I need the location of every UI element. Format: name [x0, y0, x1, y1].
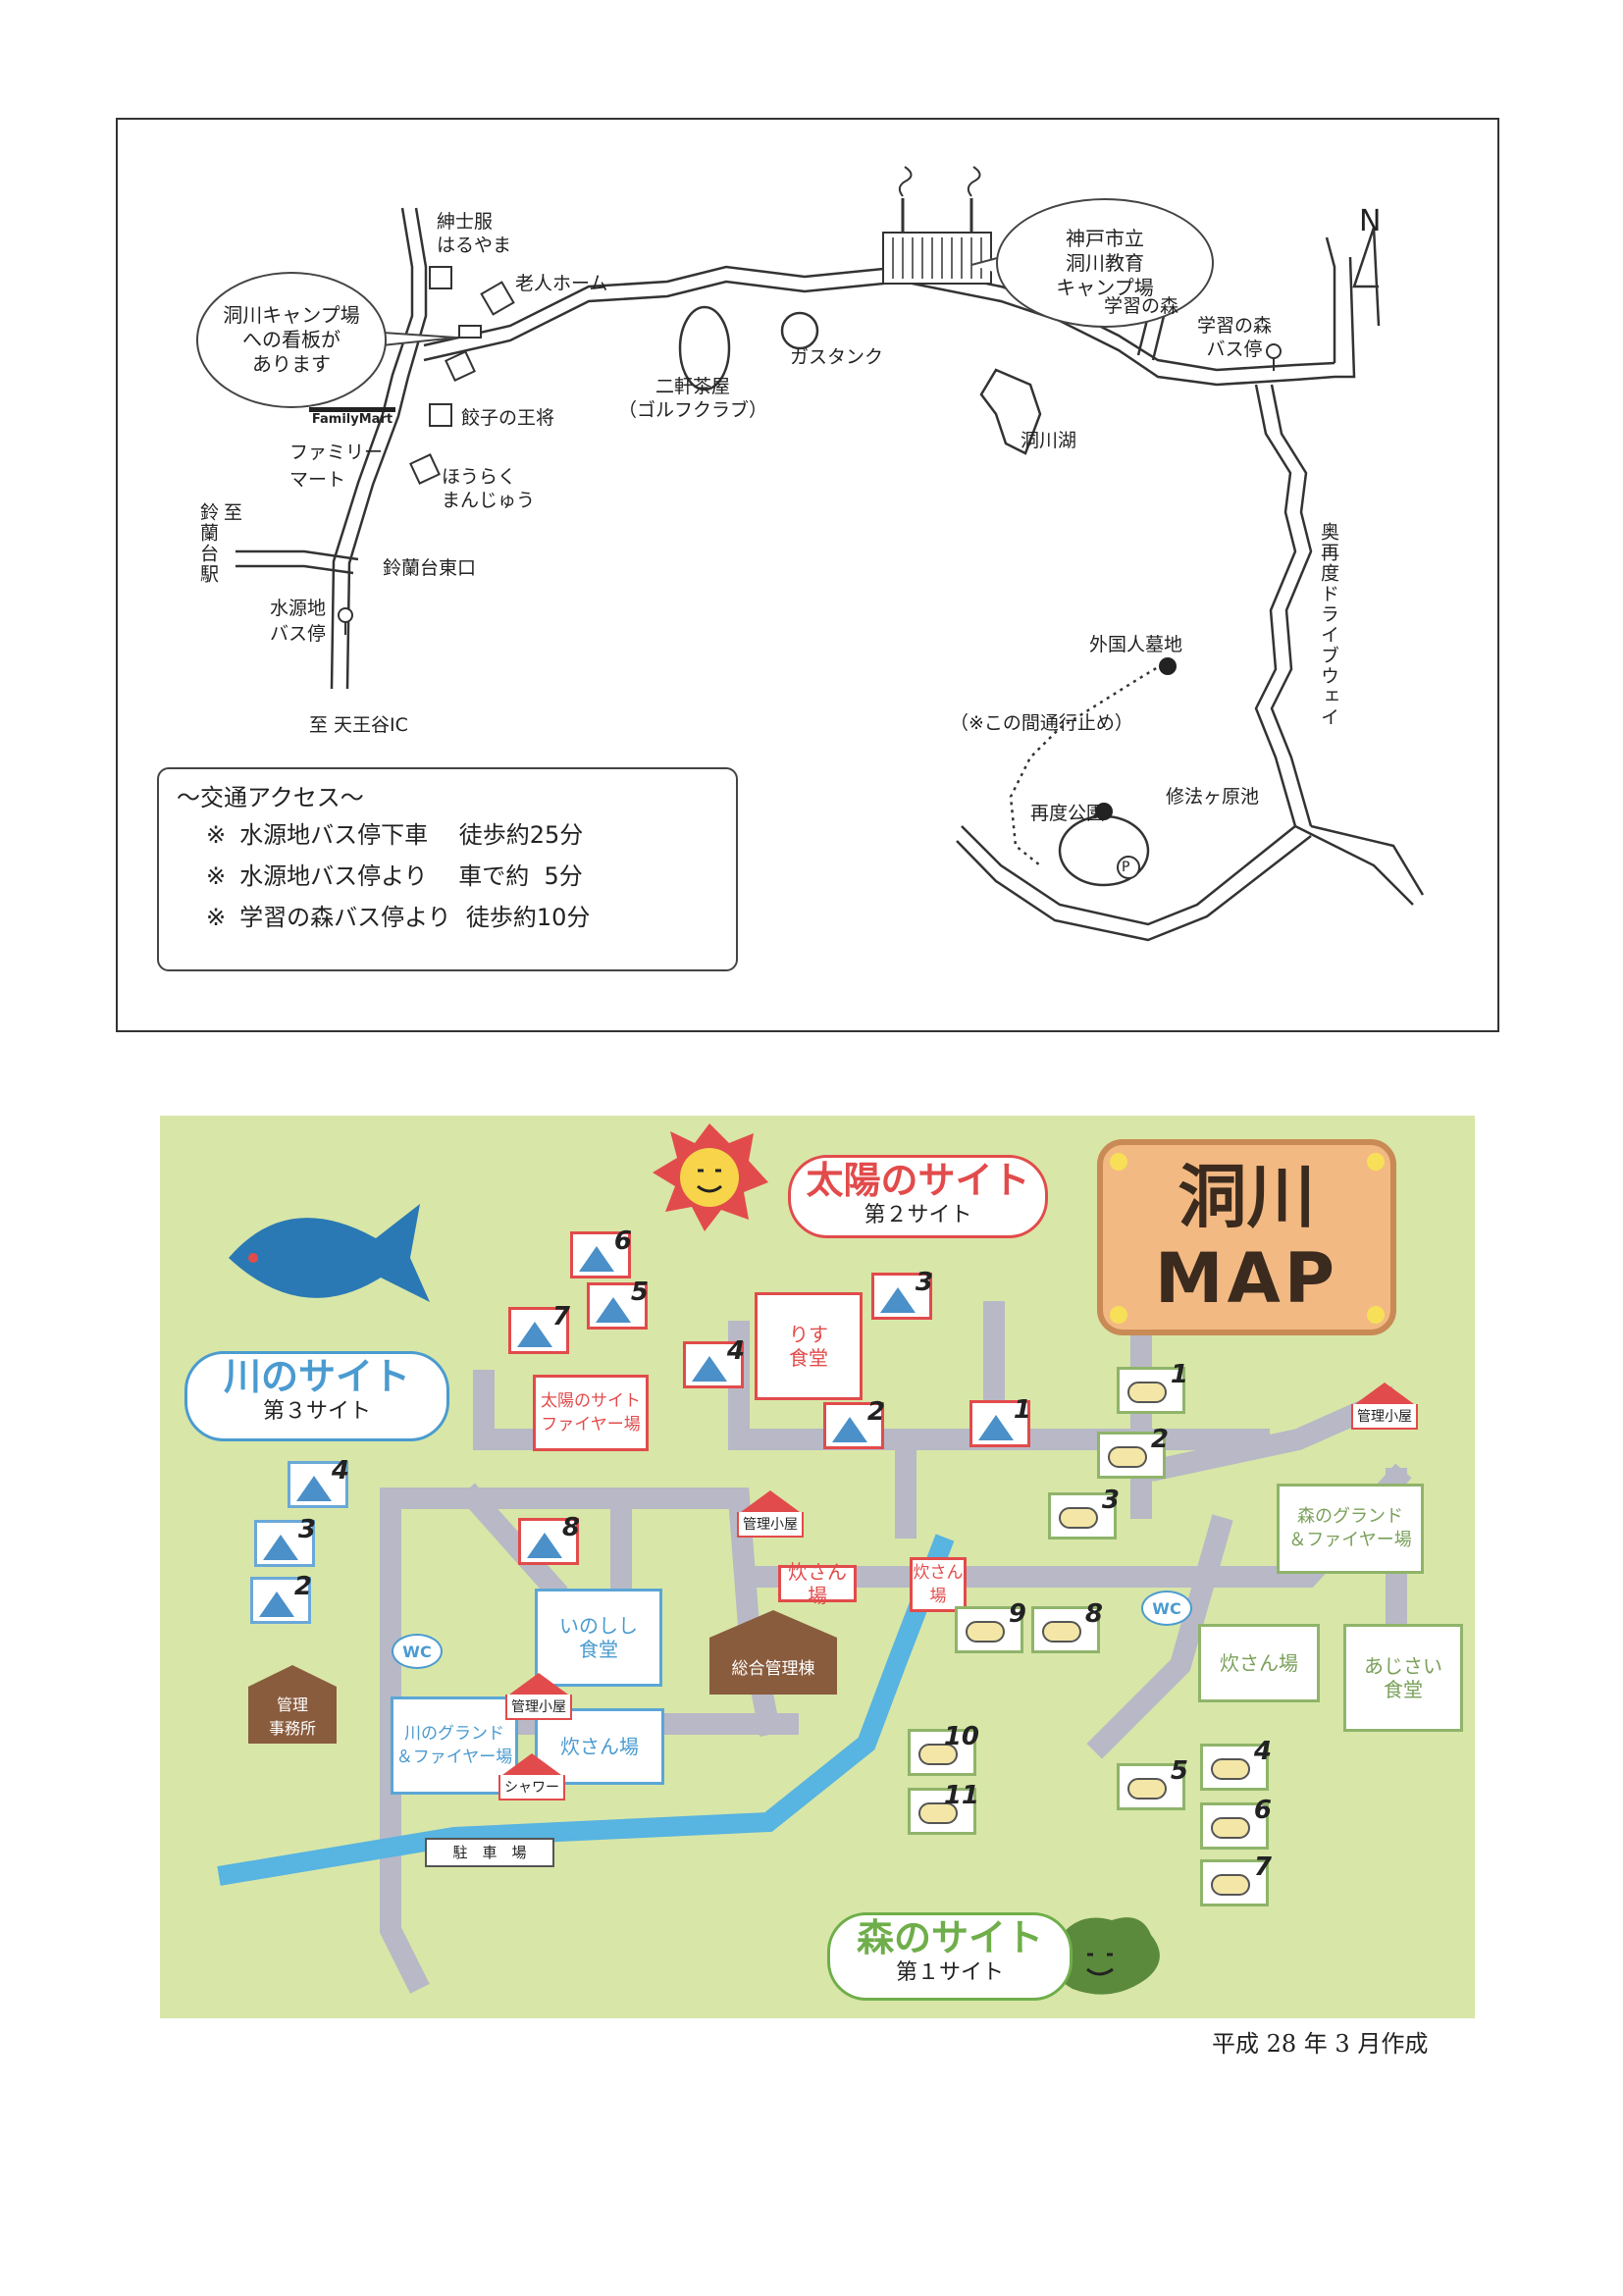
label-closed-note: （※この間通行止め）: [950, 712, 1133, 734]
wc-icon: WC: [392, 1634, 443, 1669]
tent-site: 4: [683, 1336, 745, 1388]
road-network: [236, 166, 1425, 942]
main-office: 総合管理棟: [709, 1610, 837, 1695]
tent-site: 5: [587, 1278, 649, 1330]
kanri-hut: 管理小屋: [737, 1490, 804, 1538]
mori-ground-fire: 森のグランド ＆ファイヤー場: [1277, 1484, 1424, 1574]
access-map: N 神戸市立 洞川教育 キャンプ場 洞川キャンプ場 への看板が あります 紳士服…: [116, 118, 1499, 1032]
cabin-site: 5: [1117, 1756, 1188, 1810]
access-info-box: ～交通アクセス～ ※水源地バス停下車 徒歩約25分 ※水源地バス停より 車で約 …: [157, 767, 738, 971]
cooking-area-2: 炊さん 場: [910, 1557, 967, 1612]
cabin-site: 3: [1048, 1486, 1120, 1539]
north-label: N: [1359, 204, 1382, 238]
kawa-ground-fire: 川のグランド ＆ファイヤー場: [391, 1696, 518, 1795]
label-familymart: ファミリー マート: [289, 442, 384, 491]
access-row: ※水源地バス停より 車で約 5分: [206, 862, 583, 890]
cabin-site: 2: [1097, 1425, 1169, 1479]
label-horaku: ほうらく まんじゅう: [442, 466, 536, 511]
kawa-site-label: 川のサイト 第３サイト: [184, 1351, 449, 1441]
access-row: ※学習の森バス停より 徒歩約10分: [206, 904, 591, 931]
cabin-site: 11: [908, 1781, 979, 1835]
tent-site: 2: [250, 1572, 312, 1624]
tent-site: 2: [823, 1397, 885, 1449]
admin-office: 管理 事務所: [248, 1665, 337, 1744]
label-gakushu-bus: 学習の森 バス停: [1197, 315, 1273, 360]
label-gaikokujin: 外国人墓地: [1089, 634, 1183, 655]
wc-icon: WC: [1141, 1591, 1192, 1626]
kanri-hut: 管理小屋: [505, 1673, 572, 1720]
label-haruyama: 紳士服 はるやま: [437, 211, 512, 256]
tent-site: 3: [254, 1515, 316, 1567]
kanri-hut: 管理小屋: [1351, 1383, 1418, 1430]
label-suigenchi-bus: 水源地 バス停: [270, 598, 327, 645]
tent-site: 6: [570, 1226, 632, 1278]
cabin-site: 1: [1117, 1360, 1188, 1414]
label-gas-tank: ガスタンク: [790, 346, 884, 368]
title-dot: [1110, 1153, 1127, 1171]
label-rojin-home: 老人ホーム: [515, 273, 608, 294]
label-nikenchaya: 二軒茶屋 （ゴルフクラブ）: [618, 376, 768, 421]
tent-site: 1: [969, 1395, 1031, 1447]
cabin-site: 4: [1200, 1737, 1272, 1791]
access-row: ※水源地バス停下車 徒歩約25分: [206, 821, 584, 849]
parking-lot: 駐 車 場: [425, 1838, 554, 1867]
cooking-area-1: 炊さん場: [778, 1560, 857, 1607]
cabin-site: 6: [1200, 1796, 1272, 1850]
label-okufutatabi: 奥再度ドライブウェイ: [1318, 522, 1339, 728]
cooking-area-4: 炊さん場: [1198, 1624, 1320, 1702]
label-gyoza: 餃子の王将: [461, 407, 555, 429]
label-futatabi-park: 再度公園: [1030, 803, 1106, 824]
title-dot: [1367, 1153, 1385, 1171]
shower-hut: シャワー: [498, 1753, 565, 1800]
parking-icon: P: [1122, 860, 1130, 875]
label-gakushu-mori: 学習の森: [1104, 295, 1179, 317]
label-togawa-lake: 洞川湖: [1021, 430, 1077, 451]
camp-map: 洞川 MAP 太陽のサイト 第２サイト 川のサイト 第３サイト 森のサイト 第１…: [160, 1116, 1475, 2018]
tent-site: 7: [508, 1302, 570, 1354]
taiyo-site-label: 太陽のサイト 第２サイト: [788, 1155, 1048, 1238]
access-title: ～交通アクセス～: [177, 784, 364, 811]
cabin-site: 7: [1200, 1852, 1272, 1906]
taiyo-fire-area: 太陽のサイト ファイヤー場: [533, 1375, 649, 1451]
tent-site: 8: [518, 1513, 580, 1565]
risu-dining: りす 食堂: [755, 1292, 863, 1400]
sign-bubble: 洞川キャンプ場 への看板が あります: [196, 272, 387, 408]
tent-site: 4: [288, 1456, 349, 1508]
label-to-tenno: 至 天王谷IC: [309, 714, 408, 736]
mori-site-label: 森のサイト 第１サイト: [827, 1912, 1073, 2001]
tent-site: 3: [871, 1268, 933, 1320]
cabin-site: 8: [1031, 1599, 1103, 1653]
ajisai-dining: あじさい 食堂: [1343, 1624, 1463, 1732]
cabin-site: 10: [908, 1722, 979, 1776]
map-title: 洞川 MAP: [1097, 1139, 1396, 1335]
title-dot: [1110, 1306, 1127, 1324]
cabin-site: 9: [955, 1599, 1026, 1653]
title-dot: [1367, 1306, 1385, 1324]
label-shuhogahara: 修法ヶ原池: [1166, 786, 1260, 808]
creation-date: 平成 28 年 3 月作成: [1212, 2030, 1429, 2058]
familymart-logo: FamilyMart: [309, 407, 395, 427]
label-suzurandai-east: 鈴蘭台東口: [383, 557, 477, 579]
inoshishi-dining: いのしし 食堂: [535, 1589, 662, 1687]
label-to-suzurandai: 至 鈴蘭台駅: [197, 502, 242, 585]
camp-name-bubble: 神戸市立 洞川教育 キャンプ場: [996, 198, 1214, 328]
